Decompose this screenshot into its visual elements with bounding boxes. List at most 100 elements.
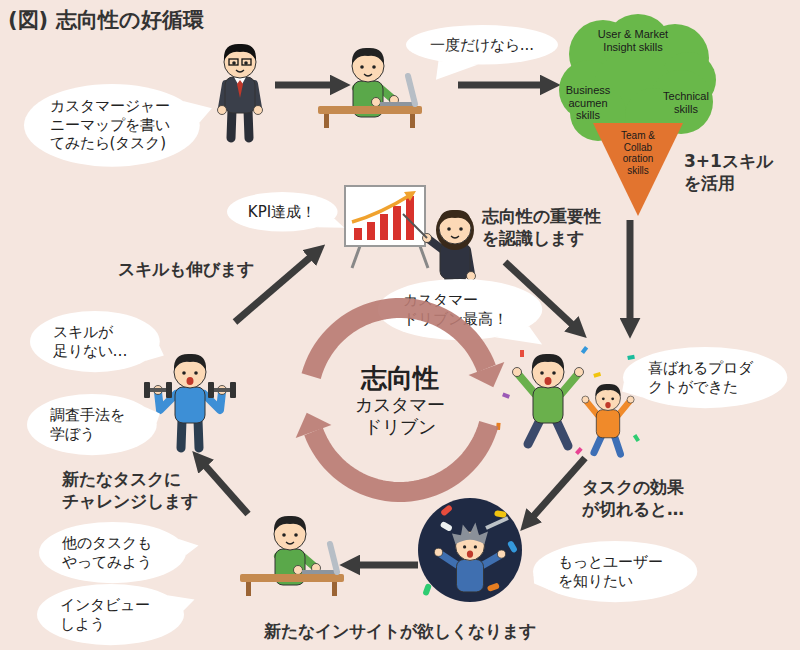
dumbbell-bar <box>148 388 168 392</box>
confetti <box>502 392 510 398</box>
bubble-shape <box>227 192 338 232</box>
bubble-text: 他のタスクも やってみよう <box>62 534 162 572</box>
glasses <box>229 59 238 65</box>
cycle-arrowhead <box>469 362 505 387</box>
hand <box>434 548 442 556</box>
flow-arrow <box>530 458 585 520</box>
pill <box>440 504 453 516</box>
bubble-shape <box>39 522 186 583</box>
confetti <box>520 350 524 357</box>
dumbbell-plate <box>230 382 236 398</box>
cycle-ring: 志向性カスタマー ドリブン <box>295 295 505 505</box>
bubble-text: インタビュー しよう <box>60 596 160 634</box>
desk <box>240 574 344 582</box>
legs <box>181 420 199 448</box>
eye <box>474 545 477 548</box>
person-figure <box>144 354 236 448</box>
eye <box>360 65 364 69</box>
bubble-text: 一度だけなら... <box>430 36 534 55</box>
dumbbell-plate <box>166 382 172 398</box>
desk-leg <box>324 112 329 128</box>
cycle-arrowhead <box>296 413 332 438</box>
step-caption: スキルも伸びます <box>118 258 254 280</box>
board-stand <box>352 246 428 268</box>
legs <box>231 110 249 138</box>
hair <box>532 354 564 370</box>
skill-label: Business acumen skills <box>557 84 619 122</box>
torso <box>457 560 484 592</box>
speech-bubble: 他のタスクも やってみよう <box>39 522 186 583</box>
skill-label: Technical skills <box>659 90 713 115</box>
torso <box>175 387 205 423</box>
hand <box>513 368 522 377</box>
confetti <box>575 447 583 455</box>
eye <box>294 533 298 537</box>
bubble-shape <box>623 347 787 408</box>
bubble-text: スキルが 足りない… <box>53 323 138 361</box>
trend-arrowhead <box>404 191 416 201</box>
hair <box>174 354 206 370</box>
mouth <box>364 74 372 76</box>
eye <box>447 227 451 231</box>
tie <box>237 80 243 98</box>
eye <box>463 545 466 548</box>
bubble-text: KPI達成！ <box>248 203 316 222</box>
eye <box>194 371 198 375</box>
hair <box>439 210 471 226</box>
hair <box>274 516 306 532</box>
flow-arrow <box>275 82 336 89</box>
desk-leg <box>332 580 337 596</box>
bubble-body: もっとユーザー を知りたい <box>558 553 673 591</box>
chart-bar <box>367 222 375 240</box>
eye <box>232 61 236 65</box>
mouth <box>605 402 610 408</box>
hair <box>224 44 256 60</box>
speech-bubble: もっとユーザー を知りたい <box>533 541 697 602</box>
step-caption: タスクの効果 が切れると… <box>582 476 700 520</box>
hand <box>218 106 227 115</box>
syringe <box>486 518 508 528</box>
torso <box>533 387 563 423</box>
hand <box>497 550 505 558</box>
desk <box>318 106 422 114</box>
flow-arrow <box>627 220 634 324</box>
diagram-title: (図) 志向性の好循環 <box>8 6 204 34</box>
mouth <box>236 70 244 72</box>
person-figure <box>218 44 263 138</box>
confetti <box>593 372 601 378</box>
flow-arrow <box>458 82 546 89</box>
confetti <box>627 355 635 360</box>
cycle-heading: 志向性 <box>361 363 439 394</box>
torso <box>596 410 619 438</box>
laptop-base <box>380 102 416 106</box>
speech-bubble: 調査手法を 学ぼう <box>27 394 157 455</box>
dumbbell-plate <box>208 382 214 398</box>
legs <box>594 435 621 454</box>
desk-leg <box>246 580 251 596</box>
step-caption: 新たなインサイトが欲しくなります <box>230 620 570 642</box>
mouth <box>187 377 194 385</box>
step-caption: 志向性の重要性 を認識します <box>482 205 610 249</box>
bubble-body: 他のタスクも やってみよう <box>62 534 162 572</box>
laptop-screen <box>408 76 415 104</box>
chart-bar <box>393 206 401 240</box>
confetti <box>633 434 640 442</box>
bubble-shape <box>24 84 200 167</box>
pill <box>422 583 432 596</box>
tree-trunk <box>593 123 683 216</box>
cycle-subtext: カスタマー ドリブン <box>350 394 450 437</box>
bubble-shape <box>406 25 558 65</box>
hand <box>294 566 303 575</box>
step-caption: 新たなタスクに チャレンジします <box>62 468 212 512</box>
legs <box>528 420 568 446</box>
bubble-outline <box>37 584 184 645</box>
desk-leg <box>410 112 415 128</box>
eye <box>282 533 286 537</box>
pill <box>494 510 507 518</box>
eye <box>182 371 186 375</box>
laptop-screen <box>330 544 337 572</box>
eye <box>602 397 605 400</box>
hair <box>452 523 488 545</box>
bubble-text: もっとユーザー を知りたい <box>558 553 673 591</box>
